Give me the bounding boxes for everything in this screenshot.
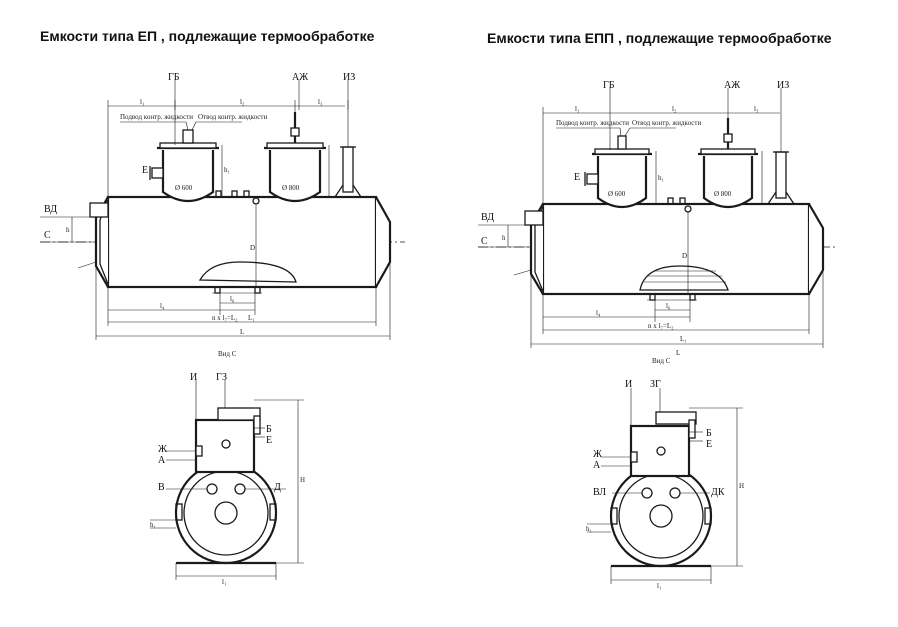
end-label-vl: ВЛ — [593, 487, 606, 498]
label-c: С — [44, 230, 51, 241]
right-end-view — [587, 388, 743, 584]
title-right: Емкости типа ЕПП , подлежащие термообраб… — [487, 30, 832, 46]
end-label-b: Б — [266, 424, 272, 435]
label-l1: l₁ — [575, 105, 579, 113]
title-left: Емкости типа ЕП , подлежащие термообрабо… — [40, 28, 375, 44]
end-label-gz: ГЗ — [216, 372, 227, 383]
left-end-labels: И ГЗ Б Е Ж А В Д h₁ Н l₁ — [150, 372, 305, 586]
label-L1: L₁ — [680, 335, 687, 343]
label-l2: l₂ — [240, 98, 245, 106]
label-gb: ГБ — [168, 72, 180, 83]
label-note1: Подвод контр. жидкости — [120, 113, 193, 121]
label-note2: Отвод контр. жидкости — [632, 119, 701, 127]
end-label-d: Д — [274, 482, 281, 493]
label-gb: ГБ — [603, 80, 615, 91]
end-label-dk: ДК — [711, 487, 725, 498]
label-l2: l₂ — [672, 105, 677, 113]
label-l6: l₆ — [230, 295, 235, 303]
label-h: h — [502, 234, 506, 242]
right-end-labels: И ЗГ Б Е Ж А ВЛ ДК h₁ Н l₁ — [586, 379, 744, 590]
end-label-h1: h₁ — [150, 521, 156, 529]
label-l6: l₆ — [666, 302, 671, 310]
end-label-zh: Ж — [158, 444, 167, 455]
label-view: Вид С — [218, 350, 237, 358]
left-end-view — [150, 380, 304, 580]
end-label-a: А — [158, 455, 166, 466]
label-L: L — [676, 349, 680, 357]
label-d800: Ø 800 — [282, 184, 300, 192]
label-e: Е — [142, 165, 148, 176]
label-azh: АЖ — [724, 80, 740, 91]
end-label-e: Е — [266, 435, 272, 446]
label-h: h — [66, 226, 70, 234]
label-iz: ИЗ — [777, 80, 789, 91]
label-e: Е — [574, 172, 580, 183]
end-label-v: В — [158, 482, 165, 493]
label-l3: l₃ — [318, 98, 323, 106]
end-label-l1: l₁ — [222, 578, 226, 586]
end-label-i: И — [625, 379, 632, 390]
label-l3: l₃ — [754, 105, 759, 113]
label-D: D — [250, 244, 255, 252]
end-label-h1: h₁ — [586, 525, 592, 533]
label-c: С — [481, 236, 488, 247]
left-side-view — [40, 80, 405, 340]
label-azh: АЖ — [292, 72, 308, 83]
label-vd: ВД — [481, 212, 494, 223]
label-nxl: n x l₇=L₂ — [648, 322, 674, 330]
label-nxl: n x l₇=L₂ — [212, 314, 238, 322]
label-iz: ИЗ — [343, 72, 355, 83]
label-l1: l₁ — [140, 98, 144, 106]
left-side-labels: ГБ АЖ ИЗ Е ВД С Ø 600 Ø 800 Подвод контр… — [44, 72, 355, 358]
end-label-b: Б — [706, 428, 712, 439]
end-label-H: Н — [739, 482, 744, 490]
label-view: Вид С — [652, 357, 671, 365]
label-L1: L₁ — [248, 314, 255, 322]
label-l4: l₄ — [596, 309, 601, 317]
label-note1: Подвод контр. жидкости — [556, 119, 629, 127]
label-d600: Ø 600 — [608, 190, 626, 198]
right-side-view — [478, 88, 835, 348]
end-label-a: А — [593, 460, 601, 471]
end-label-i: И — [190, 372, 197, 383]
label-note2: Отвод контр. жидкости — [198, 113, 267, 121]
right-side-labels: ГБ АЖ ИЗ Е ВД С Ø 600 Ø 800 Подвод контр… — [481, 80, 789, 365]
end-label-e: Е — [706, 439, 712, 450]
label-l4: l₄ — [160, 302, 165, 310]
label-d800: Ø 800 — [714, 190, 732, 198]
label-h1: h₁ — [224, 166, 230, 174]
label-d600: Ø 600 — [175, 184, 193, 192]
label-h1: h₁ — [658, 174, 664, 182]
end-label-zg: ЗГ — [650, 379, 661, 390]
end-label-H: Н — [300, 476, 305, 484]
label-vd: ВД — [44, 204, 57, 215]
label-L: L — [240, 328, 244, 336]
end-label-l1: l₁ — [657, 582, 661, 590]
end-label-zh: Ж — [593, 449, 602, 460]
label-D: D — [682, 252, 687, 260]
